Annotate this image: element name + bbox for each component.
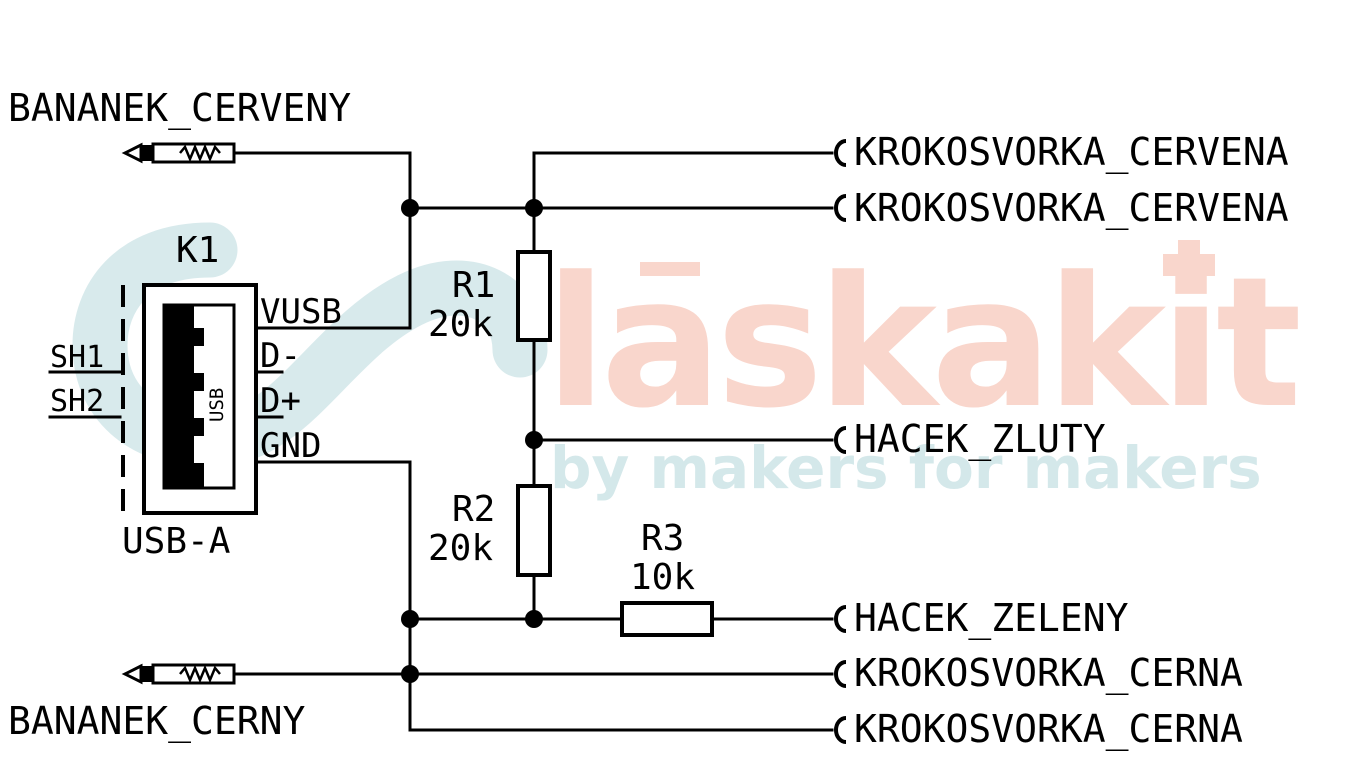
watermark: laskakit by makers for makers — [72, 222, 1304, 502]
pin-label-dplus: D+ — [260, 381, 301, 421]
connector-type-label: USB-A — [122, 521, 231, 562]
pin-label-gnd: GND — [260, 426, 321, 466]
usb-body-text: USB — [206, 388, 228, 422]
banana-plug-black-symbol — [121, 663, 236, 685]
resistor-r2-body — [516, 484, 552, 577]
shield-label-sh2: SH2 — [50, 384, 104, 419]
usb-connector-symbol: USB — [121, 283, 258, 515]
usb-contacts — [164, 305, 204, 488]
watermark-macron — [640, 262, 700, 276]
connector-ref-label: K1 — [176, 230, 219, 271]
r3-value-label: 10k — [630, 557, 695, 598]
banana-red-label: BANANEK_CERVENY — [8, 86, 351, 131]
output-label-2: KROKOSVORKA_CERVENA — [854, 186, 1289, 231]
pin-label-dminus: D- — [260, 336, 301, 376]
junction-dot — [525, 610, 543, 628]
hook-icon — [834, 426, 847, 454]
output-label-5: KROKOSVORKA_CERNA — [854, 651, 1243, 696]
output-label-6: KROKOSVORKA_CERNA — [854, 707, 1243, 752]
pin-label-vusb: VUSB — [260, 292, 342, 332]
hook-icon — [834, 605, 847, 633]
banana-black-label: BANANEK_CERNY — [8, 699, 306, 744]
hook-icon — [834, 139, 847, 167]
labels: BANANEK_CERVENY BANANEK_CERNY K1 USB-A V… — [8, 86, 1289, 752]
resistor-r3-body — [620, 601, 714, 637]
junctions — [401, 199, 543, 683]
junction-dot — [525, 431, 543, 449]
output-label-4: HACEK_ZELENY — [854, 596, 1129, 641]
r1-value-label: 20k — [428, 304, 493, 345]
watermark-tagline: by makers for makers — [550, 434, 1262, 502]
output-label-3: HACEK_ZLUTY — [854, 417, 1106, 462]
junction-dot — [401, 665, 419, 683]
shield-label-sh1: SH1 — [50, 340, 104, 375]
hook-icon — [834, 194, 847, 222]
junction-dot — [401, 199, 419, 217]
banana-plug-red-symbol — [121, 142, 236, 164]
hook-icon — [834, 660, 847, 688]
r1-ref-label: R1 — [452, 265, 495, 306]
junction-dot — [525, 199, 543, 217]
watermark-plus-icon — [1163, 240, 1215, 292]
hook-icon — [834, 716, 847, 744]
r2-value-label: 20k — [428, 528, 493, 569]
output-hooks — [834, 139, 847, 744]
junction-dot — [401, 610, 419, 628]
r2-ref-label: R2 — [452, 489, 495, 530]
r3-ref-label: R3 — [641, 518, 684, 559]
resistor-r1-body — [516, 250, 552, 342]
output-label-1: KROKOSVORKA_CERVENA — [854, 130, 1289, 175]
